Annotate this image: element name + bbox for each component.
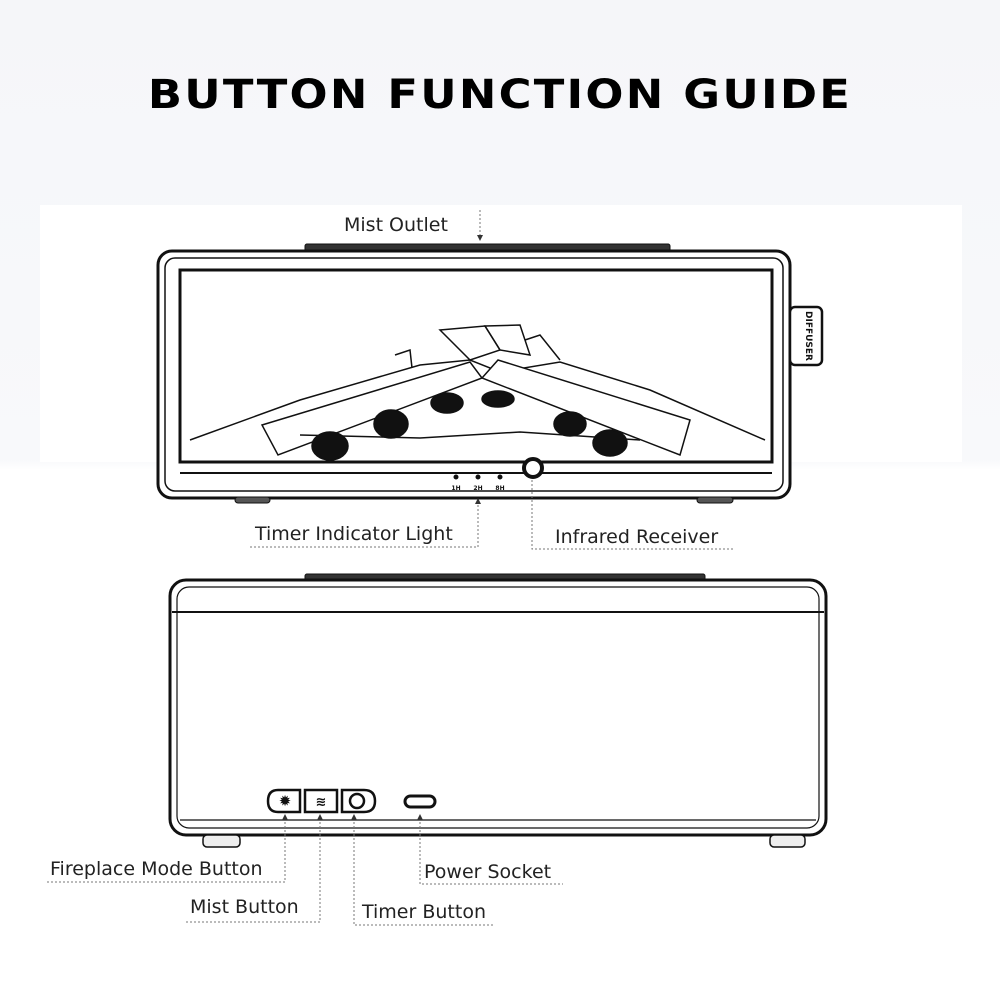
- mist-button[interactable]: ≋: [303, 788, 339, 814]
- timer-light-2h: [475, 474, 481, 480]
- infrared-receiver-icon: [522, 457, 544, 479]
- timer-button[interactable]: [340, 788, 377, 814]
- flame-mode-icon: ✹: [279, 792, 292, 810]
- clock-icon: [348, 792, 366, 810]
- timer-light-label: 1H: [451, 485, 460, 492]
- back-housing: [168, 578, 828, 837]
- front-foot-right: [696, 496, 734, 504]
- front-view: DIFFUSER: [156, 243, 824, 504]
- timer-light-label: 2H: [473, 485, 482, 492]
- callout-infrared-receiver: Infrared Receiver: [555, 526, 718, 548]
- fireplace-mode-button[interactable]: ✹: [266, 788, 302, 814]
- timer-light-label: 8H: [495, 485, 504, 492]
- button-arrows: [282, 814, 423, 820]
- callout-mist-button: Mist Button: [190, 896, 299, 918]
- back-view: [168, 573, 828, 848]
- callout-mist-outlet: Mist Outlet: [344, 214, 448, 236]
- mist-icon: ≋: [316, 795, 327, 810]
- callout-timer-button: Timer Button: [361, 901, 486, 923]
- flame-log-artwork: [189, 324, 766, 461]
- diffuser-tab: [788, 305, 824, 367]
- timer-light-labels: 1H 2H 8H: [451, 485, 504, 492]
- callout-power-socket: Power Socket: [424, 861, 551, 883]
- callout-timer-indicator-light: Timer Indicator Light: [254, 523, 453, 545]
- front-foot-left: [234, 496, 271, 504]
- callout-fireplace-mode-button: Fireplace Mode Button: [50, 858, 263, 880]
- diffuser-tab-text: DIFFUSER: [803, 311, 813, 361]
- timer-light-1h: [453, 474, 459, 480]
- page-title: BUTTON FUNCTION GUIDE: [147, 72, 853, 118]
- timer-light-8h: [497, 474, 503, 480]
- power-socket: [403, 794, 437, 809]
